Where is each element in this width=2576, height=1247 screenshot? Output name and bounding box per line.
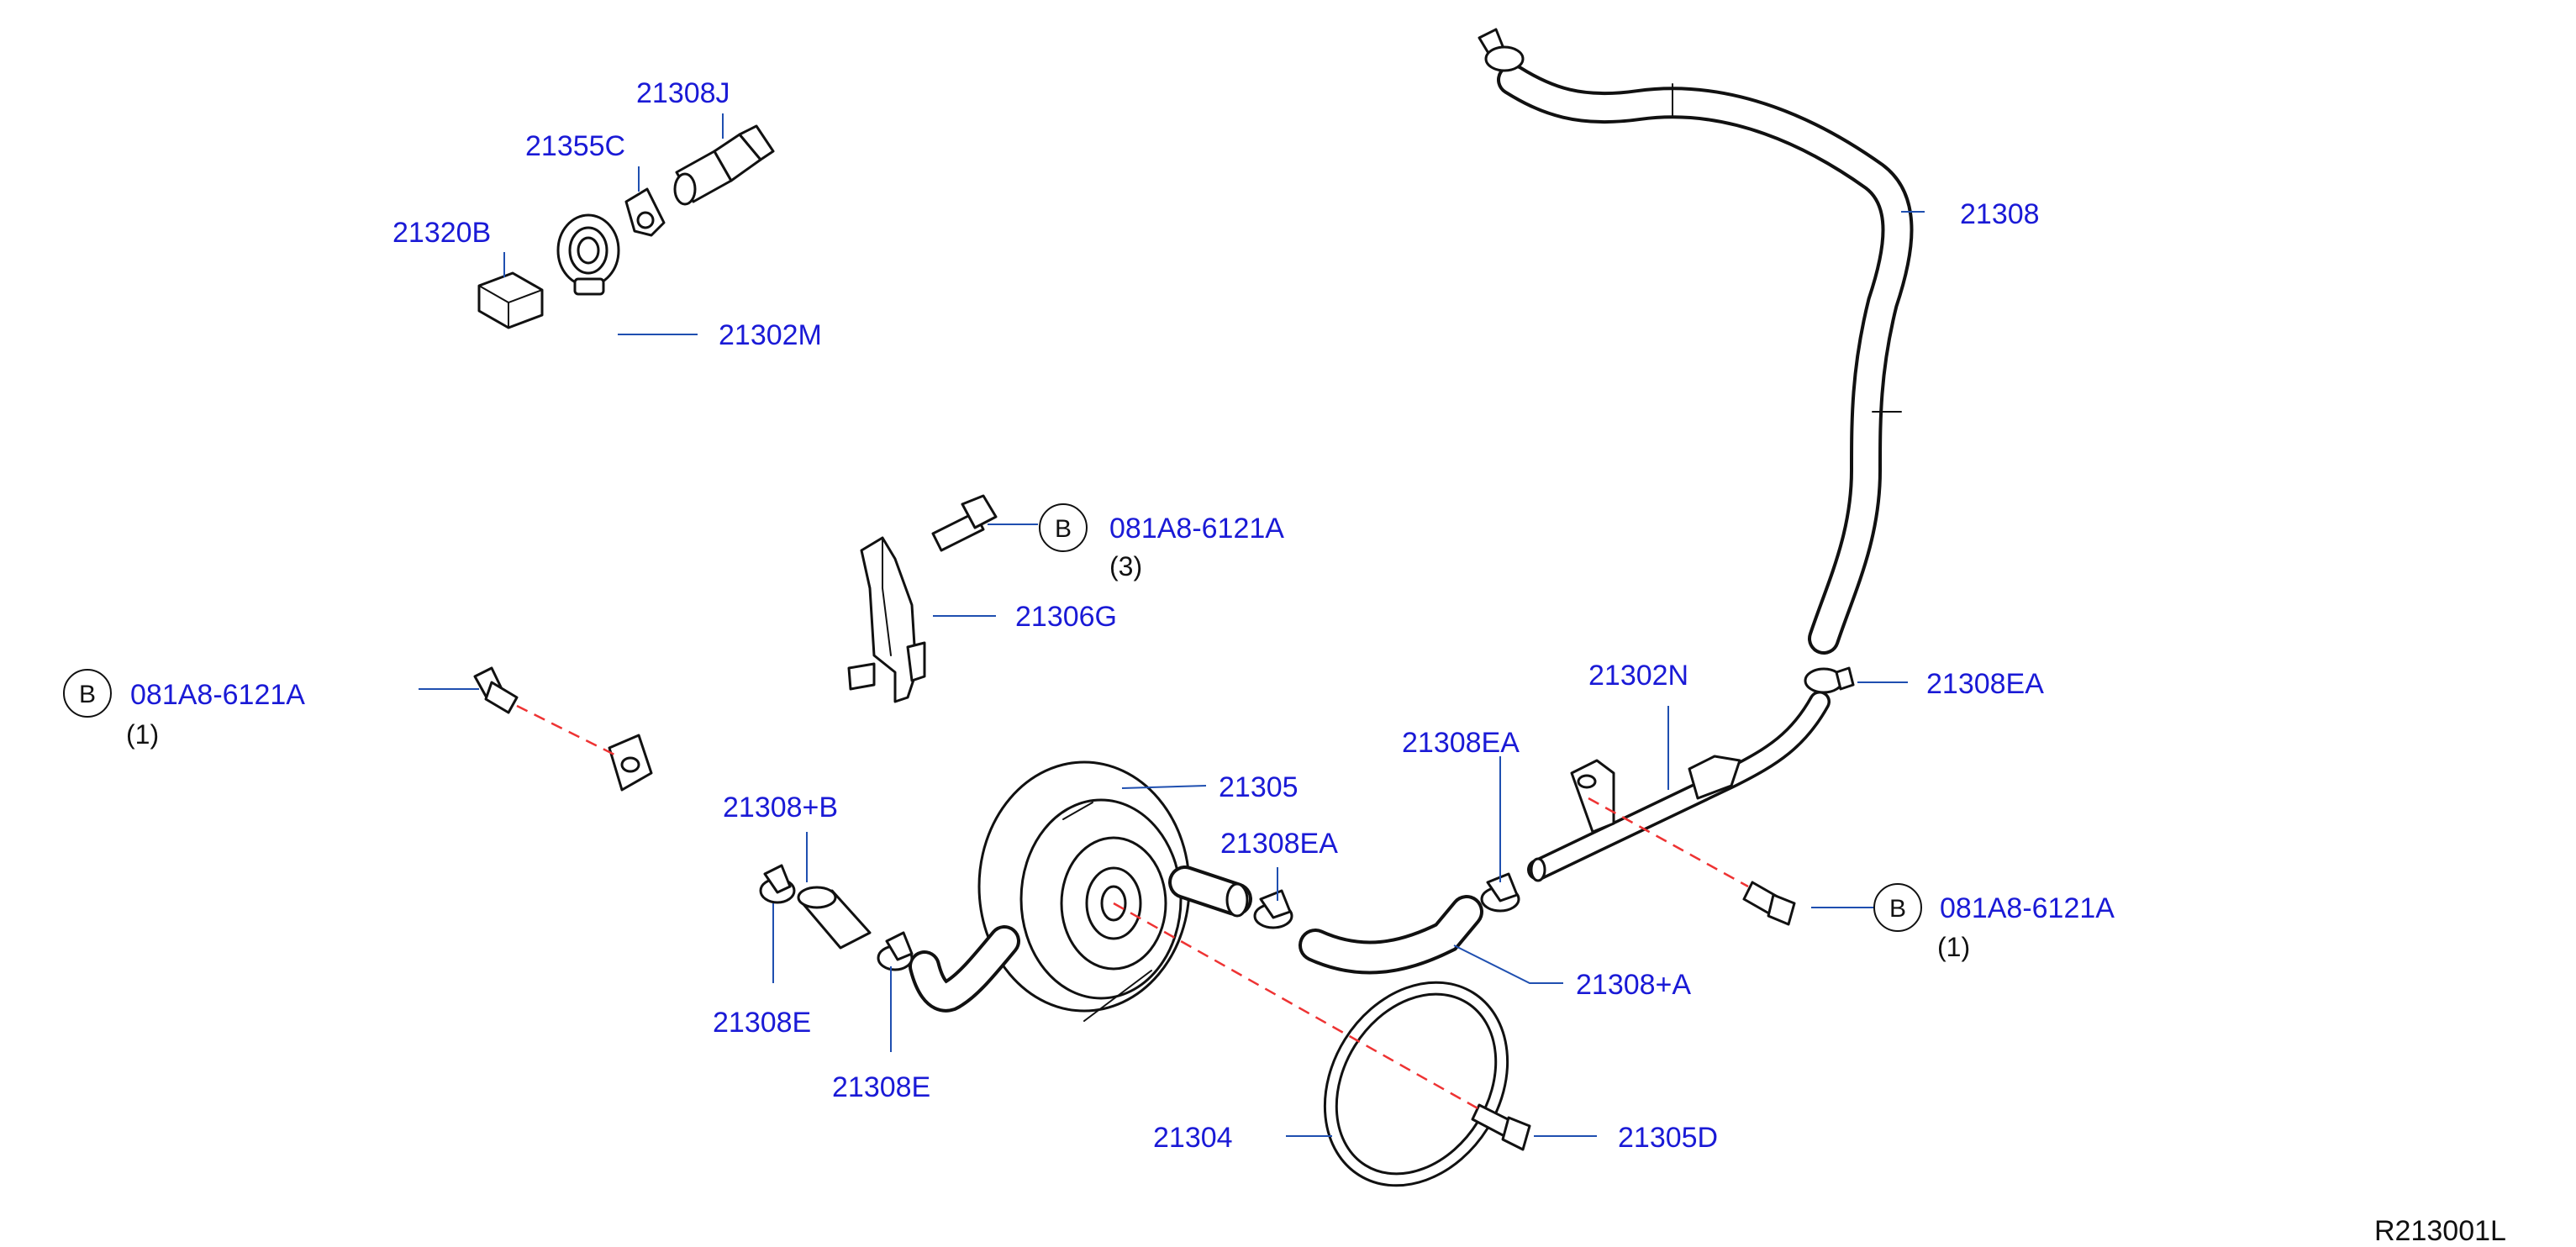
label-21305d[interactable]: 21305D (1618, 1122, 1718, 1154)
hose-clamp-21308e-b[interactable] (877, 931, 914, 971)
label-21308ea-low[interactable]: 21308EA (1220, 828, 1338, 860)
center-lines (516, 704, 1749, 1111)
label-21306g[interactable]: 21306G (1015, 601, 1117, 633)
gasket-21355c[interactable] (624, 187, 666, 237)
tube-bracket-21302n[interactable] (1570, 755, 1741, 834)
qty-b-top: (3) (1109, 551, 1142, 581)
svg-text:B: B (1055, 515, 1072, 543)
hose-21308b[interactable] (797, 886, 872, 950)
label-081a8-right[interactable]: 081A8-6121A (1940, 892, 2115, 924)
callout-b-top: B (1039, 503, 1088, 552)
leader-lines (419, 113, 1925, 1137)
tube-21302n[interactable] (1527, 691, 1831, 882)
label-081a8-left[interactable]: 081A8-6121A (130, 679, 305, 711)
label-21308j[interactable]: 21308J (636, 77, 730, 109)
callout-b-left: B (63, 669, 112, 718)
qty-b-right: (1) (1937, 932, 1970, 962)
cooler-outlet-pipe[interactable] (1168, 866, 1252, 918)
label-21308ea-right[interactable]: 21308EA (1926, 668, 2044, 700)
connector-21308j[interactable] (673, 124, 775, 206)
bolt-b-left[interactable] (473, 666, 519, 714)
label-21305[interactable]: 21305 (1219, 771, 1299, 803)
label-21308b[interactable]: 21308+B (723, 792, 838, 823)
hose-clamp-21308ea-low[interactable] (1253, 889, 1293, 929)
label-21302n[interactable]: 21302N (1588, 660, 1688, 692)
hose-21308a[interactable] (1299, 895, 1483, 975)
hose-21302m[interactable] (578, 276, 750, 876)
hose-clamp-top[interactable] (1478, 28, 1525, 72)
nut-21320b[interactable] (477, 271, 544, 329)
svg-text:B: B (1889, 895, 1906, 923)
label-21308e-a[interactable]: 21308E (713, 1007, 811, 1039)
oil-cooler-21305[interactable] (977, 760, 1191, 1022)
cooler-inlet-pipe[interactable] (909, 925, 1020, 1013)
label-21308a[interactable]: 21308+A (1576, 969, 1691, 1001)
hose-clamp-21308e-a[interactable] (759, 864, 796, 904)
hose-clamp-21308ea-right[interactable] (1804, 666, 1855, 694)
label-21320b[interactable]: 21320B (392, 217, 491, 249)
o-ring-21304[interactable] (1288, 948, 1544, 1219)
label-21355c[interactable]: 21355C (525, 130, 625, 162)
label-21302m[interactable]: 21302M (719, 319, 822, 351)
label-21304[interactable]: 21304 (1153, 1122, 1233, 1154)
qty-b-left: (1) (126, 719, 159, 750)
svg-text:B: B (79, 681, 96, 708)
label-21308ea-mid[interactable]: 21308EA (1402, 727, 1520, 759)
banjo-eye-fitting[interactable] (556, 213, 620, 296)
label-21308e-b[interactable]: 21308E (832, 1071, 930, 1103)
drawing-reference-code: R213001L (2374, 1215, 2506, 1247)
label-21308[interactable]: 21308 (1960, 198, 2040, 230)
label-081a8-top[interactable]: 081A8-6121A (1109, 513, 1284, 545)
callout-b-right: B (1873, 883, 1922, 932)
hose-mount-bracket[interactable] (608, 734, 653, 792)
bolt-b-right[interactable] (1742, 881, 1796, 926)
bolt-b-top[interactable] (931, 494, 998, 552)
bracket-21306g[interactable] (847, 536, 926, 703)
hose-clamp-21308ea-mid[interactable] (1480, 872, 1520, 913)
bolt-21305d[interactable] (1471, 1103, 1531, 1151)
hose-21308[interactable] (1497, 64, 1914, 655)
